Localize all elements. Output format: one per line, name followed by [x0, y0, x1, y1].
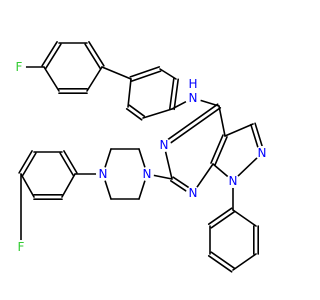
atom-pyrimidine-n-upper: N — [157, 138, 171, 152]
atom-label-nh-n: N — [189, 91, 198, 105]
single-bond-C3a-C4 — [218, 105, 226, 137]
atom-label-layer: F N H N N N N N N — [12, 60, 269, 254]
single-bond-b4-N1 — [171, 100, 187, 110]
single-bond-C6-NPR — [153, 174, 173, 180]
single-bond-NU-C6 — [164, 151, 173, 180]
double-bond-a1-a2-b — [41, 40, 58, 67]
double-bond-C3-N2-a — [250, 123, 259, 148]
bond-layer — [18, 40, 263, 273]
atom-piperazine-n-right: N — [140, 167, 154, 181]
atom-label-n-pyrazole-2: N — [258, 146, 267, 160]
double-bond-C7a-C3a-a — [214, 136, 228, 166]
double-bond-C4-NU-b — [170, 107, 222, 144]
single-bond-NPL-p3 — [104, 179, 112, 200]
double-bond-b5-b6-a — [128, 104, 146, 117]
atom-label-f-bottom: F — [18, 240, 25, 254]
single-bond-N2-N1p — [237, 157, 258, 177]
single-bond-b2-b3 — [159, 68, 177, 80]
atom-fluorine-top: F — [12, 60, 26, 74]
double-bond-C7a-C3a-b — [210, 134, 224, 164]
single-bond-q6-q1 — [61, 173, 76, 198]
double-bond-q1-q2-b — [59, 152, 74, 176]
double-bond-r1-r2-a — [207, 207, 233, 225]
atom-label-n-lower: N — [189, 186, 198, 200]
double-bond-r1-r2-b — [210, 211, 236, 229]
double-bond-a1-a2-a — [45, 43, 62, 69]
atom-fluorine-bottom: F — [14, 240, 28, 254]
double-bond-C6-NL-a — [170, 180, 187, 192]
atom-pyrimidine-n-lower: N — [186, 186, 200, 200]
double-bond-r3-r4-b — [210, 251, 236, 270]
atom-label-n-upper: N — [160, 138, 169, 152]
double-bond-b1-b2-b — [129, 66, 161, 78]
atom-pyrazole-n2: N — [255, 146, 269, 160]
single-bond-r4-r5 — [232, 253, 257, 271]
single-bond-r6-r1 — [232, 209, 257, 227]
single-bond-p4-NPR — [138, 179, 146, 200]
atom-piperazine-n-left: N — [96, 167, 110, 181]
double-bond-C6-NL-b — [172, 176, 190, 189]
single-bond-a6-a1 — [43, 66, 60, 92]
molecule-structure: F N H N N N N N N — [12, 40, 269, 273]
single-bond-C3a-C3 — [224, 123, 254, 137]
double-bond-C3-N2-b — [254, 122, 263, 147]
atom-label-f-top: F — [16, 60, 23, 74]
double-bond-q3-q4-b — [22, 152, 37, 176]
double-bond-q1-q2-a — [63, 150, 78, 174]
single-bond-p2-NPL — [104, 148, 112, 169]
double-bond-q3-q4-a — [18, 150, 33, 174]
double-bond-r3-r4-a — [207, 255, 233, 273]
double-bond-C4-NU-a — [167, 103, 219, 140]
atom-amine-nh: N H — [185, 77, 201, 106]
atom-label-nh-h: H — [188, 77, 197, 91]
atom-pyrazole-n1: N — [226, 174, 240, 188]
single-bond-a4-b1 — [101, 66, 132, 80]
single-bond-NPR-p1 — [138, 148, 146, 169]
double-bond-a3-a4-b — [88, 40, 105, 67]
single-bond-b6-b1 — [127, 78, 132, 108]
double-bond-a3-a4-a — [84, 43, 101, 69]
single-bond-q4-q5 — [20, 173, 35, 198]
double-bond-b5-b6-b — [125, 108, 143, 121]
double-bond-b3-b4-b — [173, 78, 179, 111]
double-bond-b1-b2-a — [130, 70, 162, 82]
single-bond-N1p-C7a — [212, 163, 229, 178]
double-bond-b3-b4-a — [169, 77, 175, 110]
single-bond-a4-a5 — [86, 66, 103, 92]
atom-label-n-piperazine-right: N — [143, 167, 152, 181]
single-bond-b4-b5 — [142, 108, 173, 119]
atom-label-n-piperazine-left: N — [99, 167, 108, 181]
atom-label-n-pyrazole-1: N — [229, 174, 238, 188]
single-bond-NL-C7a — [196, 163, 214, 188]
